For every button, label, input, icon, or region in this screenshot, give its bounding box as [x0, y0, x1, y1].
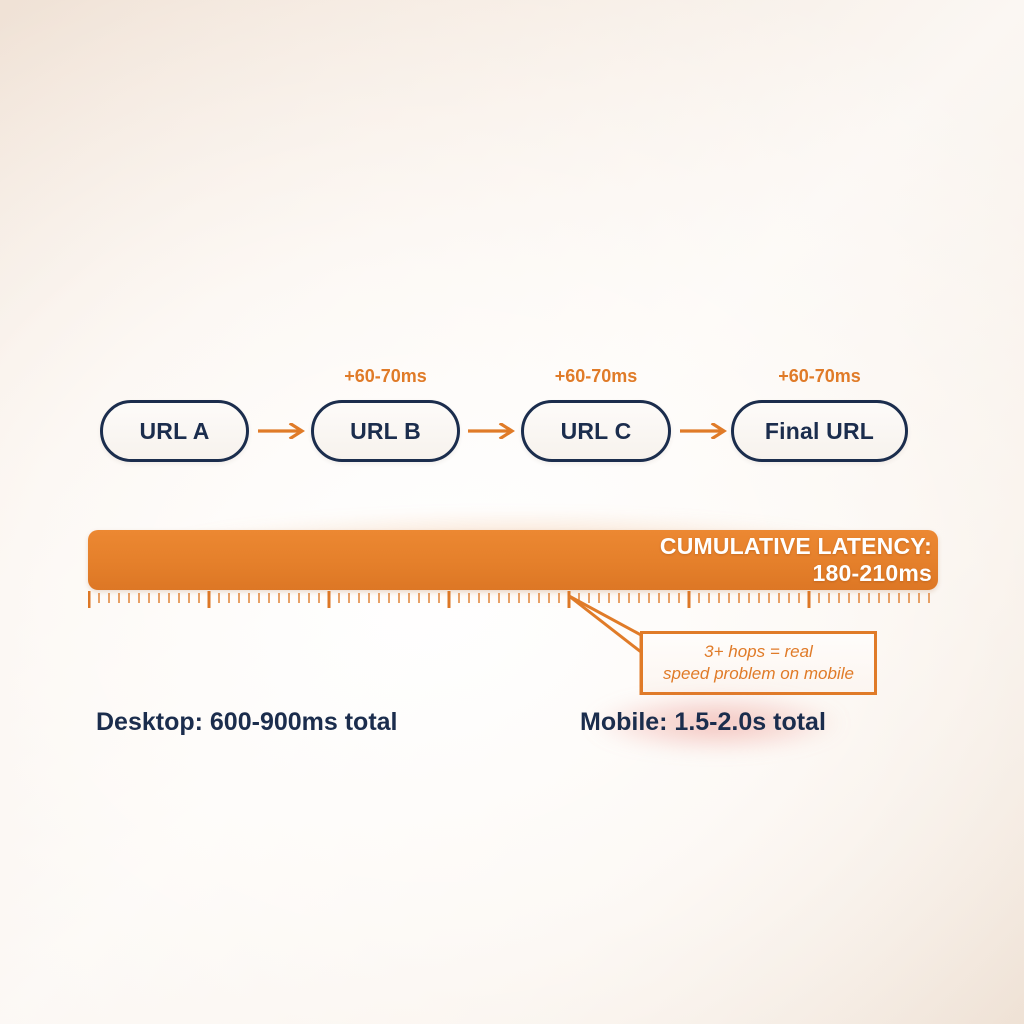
url-node-c: URL C [521, 400, 671, 462]
url-node-b-label: URL B [350, 417, 421, 444]
hop-latency-label-2: +60-70ms [554, 366, 638, 386]
callout-line-2: speed problem on mobile [663, 664, 854, 683]
redirect-chain: +60-70ms +60-70ms +60-70ms URL A URL B U… [0, 366, 1024, 478]
flow-arrow-3-icon [680, 423, 728, 439]
url-node-final-label: Final URL [764, 417, 875, 444]
hop-latency-label-3: +60-70ms [778, 366, 861, 386]
mobile-total-label: Mobile: 1.5-2.0s total [580, 708, 826, 736]
mobile-total-glow [556, 690, 876, 756]
url-node-b: URL B [311, 400, 460, 462]
url-node-final: Final URL [731, 400, 908, 462]
flow-arrow-2-icon [468, 423, 516, 439]
ruler-scale [88, 590, 938, 612]
cumulative-latency-title: CUMULATIVE LATENCY: [659, 533, 932, 559]
hop-latency-label-1: +60-70ms [344, 366, 427, 386]
callout-box: 3+ hops = real speed problem on mobile [640, 631, 877, 695]
flow-arrow-1-icon [258, 423, 306, 439]
desktop-total-label: Desktop: 600-900ms total [96, 708, 398, 736]
url-node-a-label: URL A [139, 417, 210, 444]
cumulative-latency-value: 180-210ms [812, 560, 932, 586]
callout-line-1: 3+ hops = real [704, 642, 813, 661]
cumulative-latency-bar: CUMULATIVE LATENCY: 180-210ms [88, 530, 938, 590]
url-node-c-label: URL C [560, 417, 632, 444]
url-node-a: URL A [100, 400, 249, 462]
